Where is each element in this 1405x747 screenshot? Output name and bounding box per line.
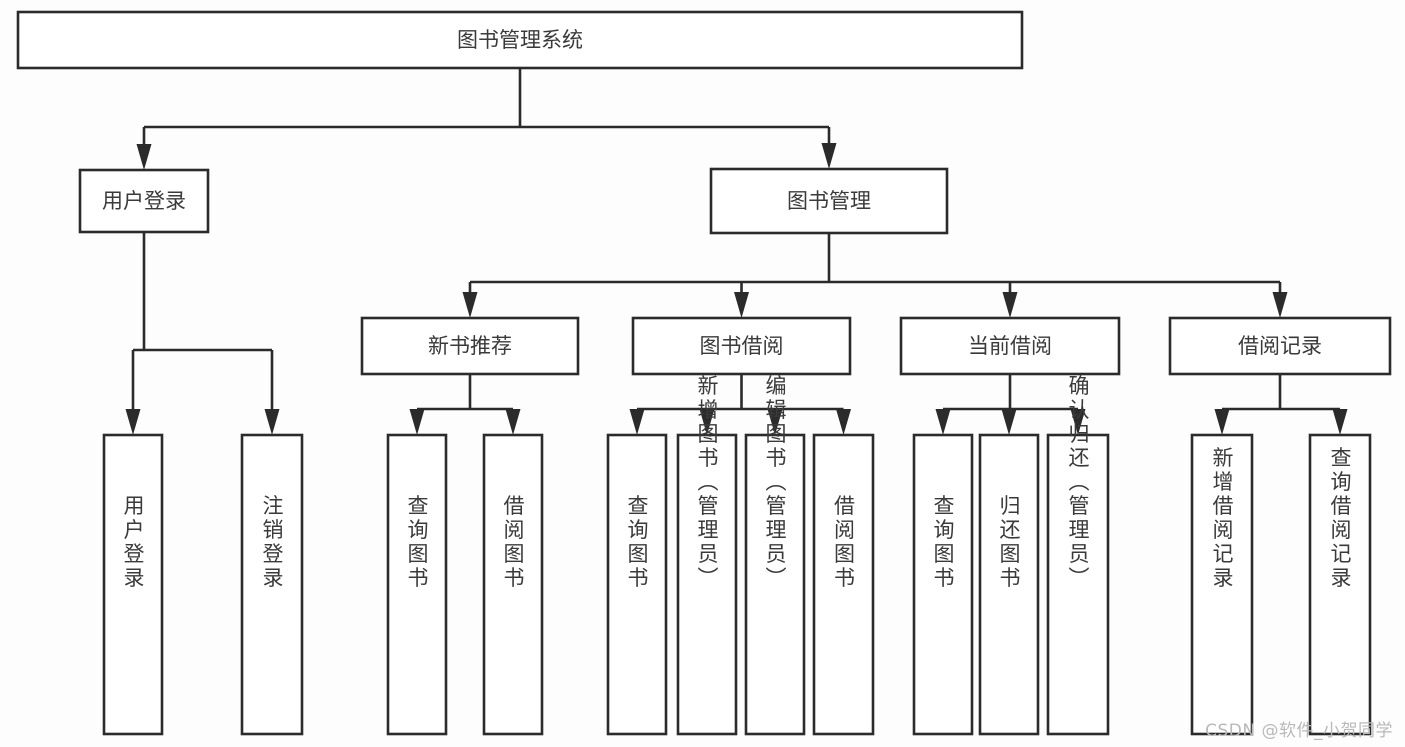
node-leaf-borrow-book-recommend[interactable]: 借阅图书 — [482, 433, 544, 736]
node-box-leaf-logout-login[interactable] — [240, 433, 304, 736]
nodes-layer: 图书管理系统用户登录图书管理新书推荐图书借阅当前借阅借阅记录用户登录注销登录查询… — [16, 10, 1392, 736]
node-box-leaf-query-book-borrow[interactable] — [606, 433, 668, 736]
connector-group-borrow-record — [1214, 374, 1348, 435]
node-label-user-login: 用户登录 — [102, 189, 186, 213]
node-leaf-return-book[interactable]: 归还图书 — [978, 433, 1040, 736]
node-box-current-borrow[interactable] — [899, 316, 1121, 376]
node-leaf-add-borrow-record[interactable]: 新增借阅记录 — [1190, 433, 1254, 736]
node-box-leaf-user-login[interactable] — [102, 433, 164, 736]
arrow-head-icon — [1001, 409, 1017, 435]
node-book-borrow[interactable]: 图书借阅 — [631, 316, 852, 376]
arrow-head-icon — [462, 292, 478, 318]
node-label-leaf-confirm-return-admin: 确认归还（管理员） — [1066, 375, 1090, 591]
node-leaf-confirm-return-admin[interactable]: 确认归还（管理员） — [1046, 375, 1110, 736]
node-label-leaf-query-book-recommend: 查询图书 — [405, 495, 429, 591]
arrow-head-icon — [1070, 409, 1086, 435]
connector-group-current-borrow — [935, 374, 1086, 435]
node-box-new-book-recommend[interactable] — [360, 316, 580, 376]
node-box-leaf-query-book-current[interactable] — [912, 433, 974, 736]
node-label-leaf-return-book: 归还图书 — [997, 495, 1021, 591]
node-box-book-borrow[interactable] — [631, 316, 852, 376]
node-leaf-borrow-book[interactable]: 借阅图书 — [812, 433, 875, 736]
arrow-head-icon — [1332, 409, 1348, 435]
arrow-head-icon — [629, 409, 645, 435]
node-leaf-query-book-borrow[interactable]: 查询图书 — [606, 433, 668, 736]
node-label-leaf-borrow-book-recommend: 借阅图书 — [501, 495, 525, 591]
node-label-borrow-record: 借阅记录 — [1238, 334, 1322, 358]
arrow-head-icon — [935, 409, 951, 435]
node-label-leaf-edit-book-admin: 编辑图书（管理员） — [763, 375, 787, 591]
node-box-leaf-borrow-book[interactable] — [812, 433, 875, 736]
node-box-leaf-add-book-admin[interactable] — [676, 433, 738, 736]
node-root[interactable]: 图书管理系统 — [16, 10, 1024, 70]
arrow-head-icon — [264, 409, 280, 435]
arrow-head-icon — [767, 409, 783, 435]
node-label-leaf-add-book-admin: 新增图书（管理员） — [695, 375, 719, 591]
node-label-root: 图书管理系统 — [457, 28, 583, 52]
connector-group-book-management — [462, 233, 1288, 318]
node-label-leaf-add-borrow-record: 新增借阅记录 — [1210, 447, 1234, 591]
connector-group-book-borrow — [629, 374, 851, 435]
arrow-head-icon — [1272, 292, 1288, 318]
node-label-leaf-logout-login: 注销登录 — [260, 495, 284, 591]
node-box-leaf-edit-book-admin[interactable] — [744, 433, 806, 736]
connector-group-user-login — [125, 232, 280, 435]
node-label-leaf-user-login: 用户登录 — [121, 495, 145, 591]
arrow-head-icon — [125, 409, 141, 435]
node-label-current-borrow: 当前借阅 — [968, 334, 1052, 358]
node-box-leaf-query-borrow-record[interactable] — [1308, 433, 1372, 736]
node-leaf-add-book-admin[interactable]: 新增图书（管理员） — [676, 375, 738, 736]
arrow-head-icon — [734, 292, 749, 318]
node-box-user-login[interactable] — [78, 168, 210, 234]
node-label-book-borrow: 图书借阅 — [700, 334, 784, 358]
node-borrow-record[interactable]: 借阅记录 — [1168, 316, 1392, 376]
node-box-leaf-confirm-return-admin[interactable] — [1046, 433, 1110, 736]
node-leaf-user-login[interactable]: 用户登录 — [102, 433, 164, 736]
arrow-head-icon — [699, 409, 715, 435]
node-leaf-logout-login[interactable]: 注销登录 — [240, 433, 304, 736]
node-label-book-management: 图书管理 — [787, 189, 871, 213]
arrow-head-icon — [505, 409, 521, 435]
node-leaf-edit-book-admin[interactable]: 编辑图书（管理员） — [744, 375, 806, 736]
node-leaf-query-book-current[interactable]: 查询图书 — [912, 433, 974, 736]
node-box-leaf-add-borrow-record[interactable] — [1190, 433, 1254, 736]
connectors-layer — [125, 68, 1348, 435]
node-label-leaf-borrow-book: 借阅图书 — [832, 495, 856, 591]
node-label-leaf-query-book-current: 查询图书 — [931, 495, 955, 591]
arrow-head-icon — [821, 143, 837, 169]
node-current-borrow[interactable]: 当前借阅 — [899, 316, 1121, 376]
arrow-head-icon — [1002, 292, 1018, 318]
node-leaf-query-borrow-record[interactable]: 查询借阅记录 — [1308, 433, 1372, 736]
node-box-leaf-borrow-book-recommend[interactable] — [482, 433, 544, 736]
node-box-root[interactable] — [16, 10, 1024, 70]
arrow-head-icon — [836, 409, 851, 435]
node-label-leaf-query-borrow-record: 查询借阅记录 — [1328, 447, 1352, 591]
connector-group-root — [136, 68, 837, 170]
node-box-leaf-return-book[interactable] — [978, 433, 1040, 736]
node-user-login[interactable]: 用户登录 — [78, 168, 210, 234]
arrow-head-icon — [136, 144, 152, 170]
node-box-book-management[interactable] — [709, 167, 949, 235]
node-leaf-query-book-recommend[interactable]: 查询图书 — [386, 433, 448, 736]
node-new-book-recommend[interactable]: 新书推荐 — [360, 316, 580, 376]
arrow-head-icon — [1214, 409, 1230, 435]
node-label-leaf-query-book-borrow: 查询图书 — [625, 495, 649, 591]
node-box-borrow-record[interactable] — [1168, 316, 1392, 376]
node-book-management[interactable]: 图书管理 — [709, 167, 949, 235]
node-label-new-book-recommend: 新书推荐 — [428, 334, 512, 358]
arrow-head-icon — [409, 409, 425, 435]
connector-group-new-book-recommend — [409, 374, 521, 435]
node-box-leaf-query-book-recommend[interactable] — [386, 433, 448, 736]
